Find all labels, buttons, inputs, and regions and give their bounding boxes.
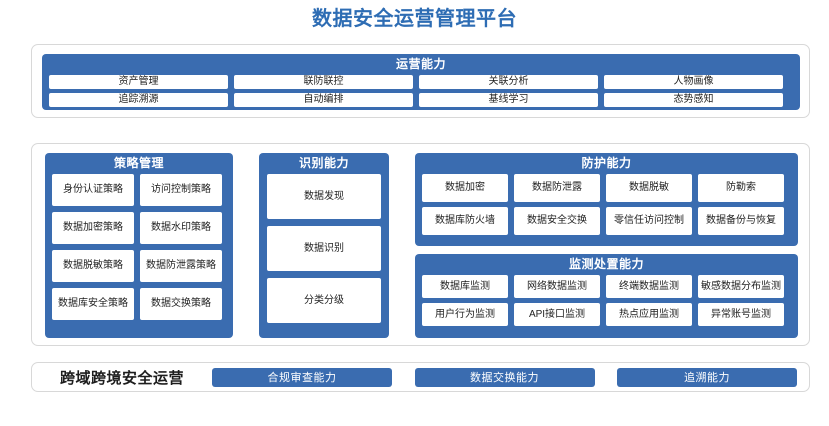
operations-tile[interactable]: 追踪溯源	[49, 93, 228, 107]
policy-tile[interactable]: 访问控制策略	[140, 174, 222, 206]
cross-domain-pill[interactable]: 追溯能力	[617, 367, 797, 387]
identification-tile-list: 数据发现 数据识别 分类分级	[259, 174, 389, 331]
monitoring-tile[interactable]: 数据库监测	[422, 275, 508, 298]
policy-tile[interactable]: 数据加密策略	[52, 212, 134, 244]
operations-tile[interactable]: 自动编排	[234, 93, 413, 107]
capabilities-card: 策略管理 身份认证策略 访问控制策略 数据加密策略 数据水印策略 数据脱敏策略 …	[31, 143, 810, 346]
operations-card: 运营能力 资产管理 联防联控 关联分析 人物画像 追踪溯源 自动编排 基线学习 …	[31, 44, 810, 118]
cross-domain-pill[interactable]: 数据交换能力	[414, 367, 595, 387]
monitoring-tile[interactable]: 网络数据监测	[514, 275, 600, 298]
monitoring-tile[interactable]: API接口监测	[514, 303, 600, 326]
cross-domain-pill[interactable]: 合规审查能力	[212, 367, 392, 387]
protection-tile-list: 数据加密 数据防泄露 数据脱敏 防勒索 数据库防火墙 数据安全交换 零信任访问控…	[415, 174, 798, 241]
policy-tile[interactable]: 数据脱敏策略	[52, 250, 134, 282]
monitoring-tile[interactable]: 敏感数据分布监测	[698, 275, 784, 298]
operations-tile[interactable]: 基线学习	[419, 93, 598, 107]
cross-domain-item-list: 合规审查能力 数据交换能力 追溯能力	[212, 367, 809, 387]
policy-tile[interactable]: 数据库安全策略	[52, 288, 134, 320]
identification-tile[interactable]: 数据识别	[267, 226, 381, 271]
policy-management-title: 策略管理	[113, 156, 164, 170]
operations-tile[interactable]: 人物画像	[604, 75, 783, 89]
policy-tile[interactable]: 数据防泄露策略	[140, 250, 222, 282]
cross-domain-label: 跨域跨境安全运营	[59, 369, 184, 387]
identification-capability-title: 识别能力	[298, 156, 349, 170]
protection-tile[interactable]: 数据安全交换	[514, 207, 600, 235]
protection-tile[interactable]: 零信任访问控制	[606, 207, 692, 235]
monitoring-tile[interactable]: 用户行为监测	[422, 303, 508, 326]
monitoring-tile[interactable]: 异常账号监测	[698, 303, 784, 326]
cross-domain-card: 跨域跨境安全运营 合规审查能力 数据交换能力 追溯能力	[31, 362, 810, 392]
operations-panel-title: 运营能力	[395, 57, 446, 71]
operations-tile[interactable]: 态势感知	[604, 93, 783, 107]
operations-tile[interactable]: 关联分析	[419, 75, 598, 89]
protection-tile[interactable]: 数据备份与恢复	[698, 207, 784, 235]
identification-tile[interactable]: 分类分级	[267, 278, 381, 323]
monitoring-tile[interactable]: 热点应用监测	[606, 303, 692, 326]
operations-panel: 运营能力 资产管理 联防联控 关联分析 人物画像 追踪溯源 自动编排 基线学习 …	[42, 54, 800, 110]
policy-tile[interactable]: 身份认证策略	[52, 174, 134, 206]
operations-tile[interactable]: 资产管理	[49, 75, 228, 89]
identification-capability-panel: 识别能力 数据发现 数据识别 分类分级	[259, 153, 389, 338]
protection-tile[interactable]: 数据库防火墙	[422, 207, 508, 235]
monitoring-capability-panel: 监测处置能力 数据库监测 网络数据监测 终端数据监测 敏感数据分布监测 用户行为…	[415, 254, 798, 338]
monitoring-capability-title: 监测处置能力	[568, 257, 644, 271]
policy-tile[interactable]: 数据交换策略	[140, 288, 222, 320]
page-title: 数据安全运营管理平台	[312, 8, 517, 30]
protection-capability-panel: 防护能力 数据加密 数据防泄露 数据脱敏 防勒索 数据库防火墙 数据安全交换 零…	[415, 153, 798, 246]
identification-tile[interactable]: 数据发现	[267, 174, 381, 219]
protection-tile[interactable]: 防勒索	[698, 174, 784, 202]
monitoring-tile-list: 数据库监测 网络数据监测 终端数据监测 敏感数据分布监测 用户行为监测 API接…	[415, 275, 798, 332]
policy-tile[interactable]: 数据水印策略	[140, 212, 222, 244]
policy-management-panel: 策略管理 身份认证策略 访问控制策略 数据加密策略 数据水印策略 数据脱敏策略 …	[45, 153, 233, 338]
operations-tile-list: 资产管理 联防联控 关联分析 人物画像 追踪溯源 自动编排 基线学习 态势感知	[42, 75, 800, 113]
monitoring-tile[interactable]: 终端数据监测	[606, 275, 692, 298]
protection-tile[interactable]: 数据脱敏	[606, 174, 692, 202]
protection-capability-title: 防护能力	[581, 156, 632, 170]
protection-tile[interactable]: 数据加密	[422, 174, 508, 202]
policy-tile-list: 身份认证策略 访问控制策略 数据加密策略 数据水印策略 数据脱敏策略 数据防泄露…	[45, 174, 233, 327]
operations-tile[interactable]: 联防联控	[234, 75, 413, 89]
protection-tile[interactable]: 数据防泄露	[514, 174, 600, 202]
